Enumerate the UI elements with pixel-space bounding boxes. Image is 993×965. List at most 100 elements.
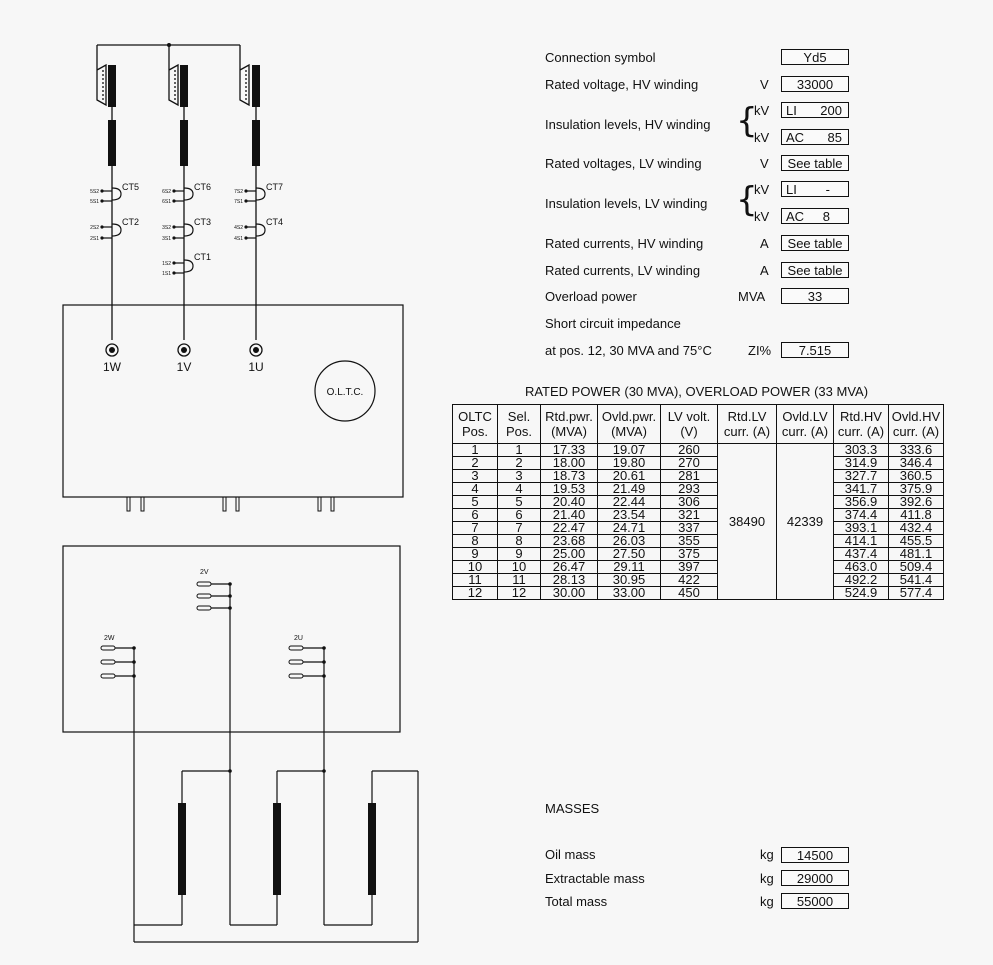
- ct6-s2: 6S2: [162, 189, 171, 195]
- ct6-label: CT6: [194, 182, 211, 192]
- table-cell: 17.33: [540, 443, 598, 457]
- insulation-lv-brace: {: [736, 180, 758, 220]
- hv-winding-w: [96, 63, 113, 340]
- oltc-symbol: [314, 360, 376, 422]
- short-circuit-label: Short circuit impedance: [545, 316, 681, 331]
- rated-currents-hv-label: Rated currents, HV winding: [545, 236, 704, 251]
- table-cell: 392.6: [888, 495, 944, 509]
- table-title: RATED POWER (30 MVA), OVERLOAD POWER (33…: [524, 384, 869, 399]
- rated-currents-lv-label: Rated currents, LV winding: [545, 263, 701, 278]
- ct3-s1: 3S1: [162, 236, 171, 242]
- table-cell: 463.0: [833, 560, 889, 574]
- extractable-mass-value: 29000: [781, 870, 849, 886]
- table-header-cell: Sel.Pos.: [497, 404, 541, 444]
- rated-currents-lv-unit: A: [760, 263, 769, 278]
- extractable-mass-label: Extractable mass: [545, 871, 645, 886]
- ct7-label: CT7: [266, 182, 283, 192]
- table-cell: 18.00: [540, 456, 598, 470]
- overload-power-unit: MVA: [738, 289, 766, 304]
- table-cell: 270: [660, 456, 718, 470]
- table-cell: 577.4: [888, 586, 944, 600]
- table-cell: 492.2: [833, 573, 889, 587]
- insulation-hv-li-unit: kV: [754, 103, 770, 118]
- oltc-label: O.L.T.C.: [327, 387, 364, 398]
- extractable-mass-unit: kg: [760, 871, 774, 886]
- table-cell: 30.95: [597, 573, 661, 587]
- table-header-cell: LV volt.(V): [660, 404, 718, 444]
- ct4-label: CT4: [266, 217, 283, 227]
- short-circuit-sublabel: at pos. 12, 30 MVA and 75°C: [545, 343, 712, 358]
- insulation-hv-label: Insulation levels, HV winding: [545, 117, 711, 132]
- bushing-1w: 1W: [103, 360, 122, 374]
- table-cell: 18.73: [540, 469, 598, 483]
- overload-power-label: Overload power: [545, 289, 637, 304]
- total-mass-label: Total mass: [545, 894, 608, 909]
- total-mass-value: 55000: [781, 893, 849, 909]
- short-circuit-value: 7.515: [781, 342, 849, 358]
- ct7-s2: 7S2: [234, 189, 243, 195]
- ct3-label: CT3: [194, 217, 211, 227]
- table-cell: 341.7: [833, 482, 889, 496]
- rated-currents-hv-unit: A: [760, 236, 769, 251]
- hv-winding-u: [239, 63, 257, 340]
- insulation-lv-li-unit: kV: [754, 182, 770, 197]
- bushing-1u: 1U: [248, 360, 263, 374]
- oil-mass-value: 14500: [781, 847, 849, 863]
- rated-voltage-hv-unit: V: [760, 77, 769, 92]
- lv-tank: [62, 545, 401, 733]
- bushing-2v: 2V: [200, 569, 209, 576]
- table-cell: 450: [660, 586, 718, 600]
- table-cell: 455.5: [888, 534, 944, 548]
- table-header-cell: Rtd.pwr.(MVA): [540, 404, 598, 444]
- ct4-s1: 4S1: [234, 236, 243, 242]
- table-cell: 12: [497, 586, 541, 600]
- table-cell: 30.00: [540, 586, 598, 600]
- table-cell: 306: [660, 495, 718, 509]
- ct2-s1: 2S1: [90, 236, 99, 242]
- oil-mass-label: Oil mass: [545, 847, 596, 862]
- ct5-label: CT5: [122, 182, 139, 192]
- table-cell: 524.9: [833, 586, 889, 600]
- rated-currents-lv-value: See table: [781, 262, 849, 278]
- rated-voltages-lv-unit: V: [760, 156, 769, 171]
- insulation-lv-ac-unit: kV: [754, 209, 770, 224]
- table-cell: 422: [660, 573, 718, 587]
- table-cell: 23.68: [540, 534, 598, 548]
- ct4-s2: 4S2: [234, 225, 243, 231]
- ct1-s2: 1S2: [162, 261, 171, 267]
- insulation-lv-li-value: LI-: [781, 181, 849, 197]
- ct2-label: CT2: [122, 217, 139, 227]
- table-cell: 293: [660, 482, 718, 496]
- ct1-label: CT1: [194, 252, 211, 262]
- ct5-s2: 5S2: [90, 189, 99, 195]
- rated-voltage-hv-value: 33000: [781, 76, 849, 92]
- table-cell: 21.40: [540, 508, 598, 522]
- hv-winding-v: [168, 63, 185, 340]
- short-circuit-unit: ZI%: [748, 343, 772, 358]
- rated-currents-hv-value: See table: [781, 235, 849, 251]
- masses-title: MASSES: [545, 801, 600, 816]
- table-cell: 26.47: [540, 560, 598, 574]
- table-cell: 481.1: [888, 547, 944, 561]
- rated-voltages-lv-value: See table: [781, 155, 849, 171]
- ct5-s1: 5S1: [90, 199, 99, 205]
- ct2-s2: 2S2: [90, 225, 99, 231]
- table-cell: 303.3: [833, 443, 889, 457]
- overload-power-value: 33: [781, 288, 849, 304]
- rated-voltages-lv-label: Rated voltages, LV winding: [545, 156, 702, 171]
- bushing-2u: 2U: [294, 635, 303, 642]
- table-cell: 411.8: [888, 508, 944, 522]
- insulation-lv-label: Insulation levels, LV winding: [545, 196, 708, 211]
- table-cell: 38490: [717, 443, 777, 600]
